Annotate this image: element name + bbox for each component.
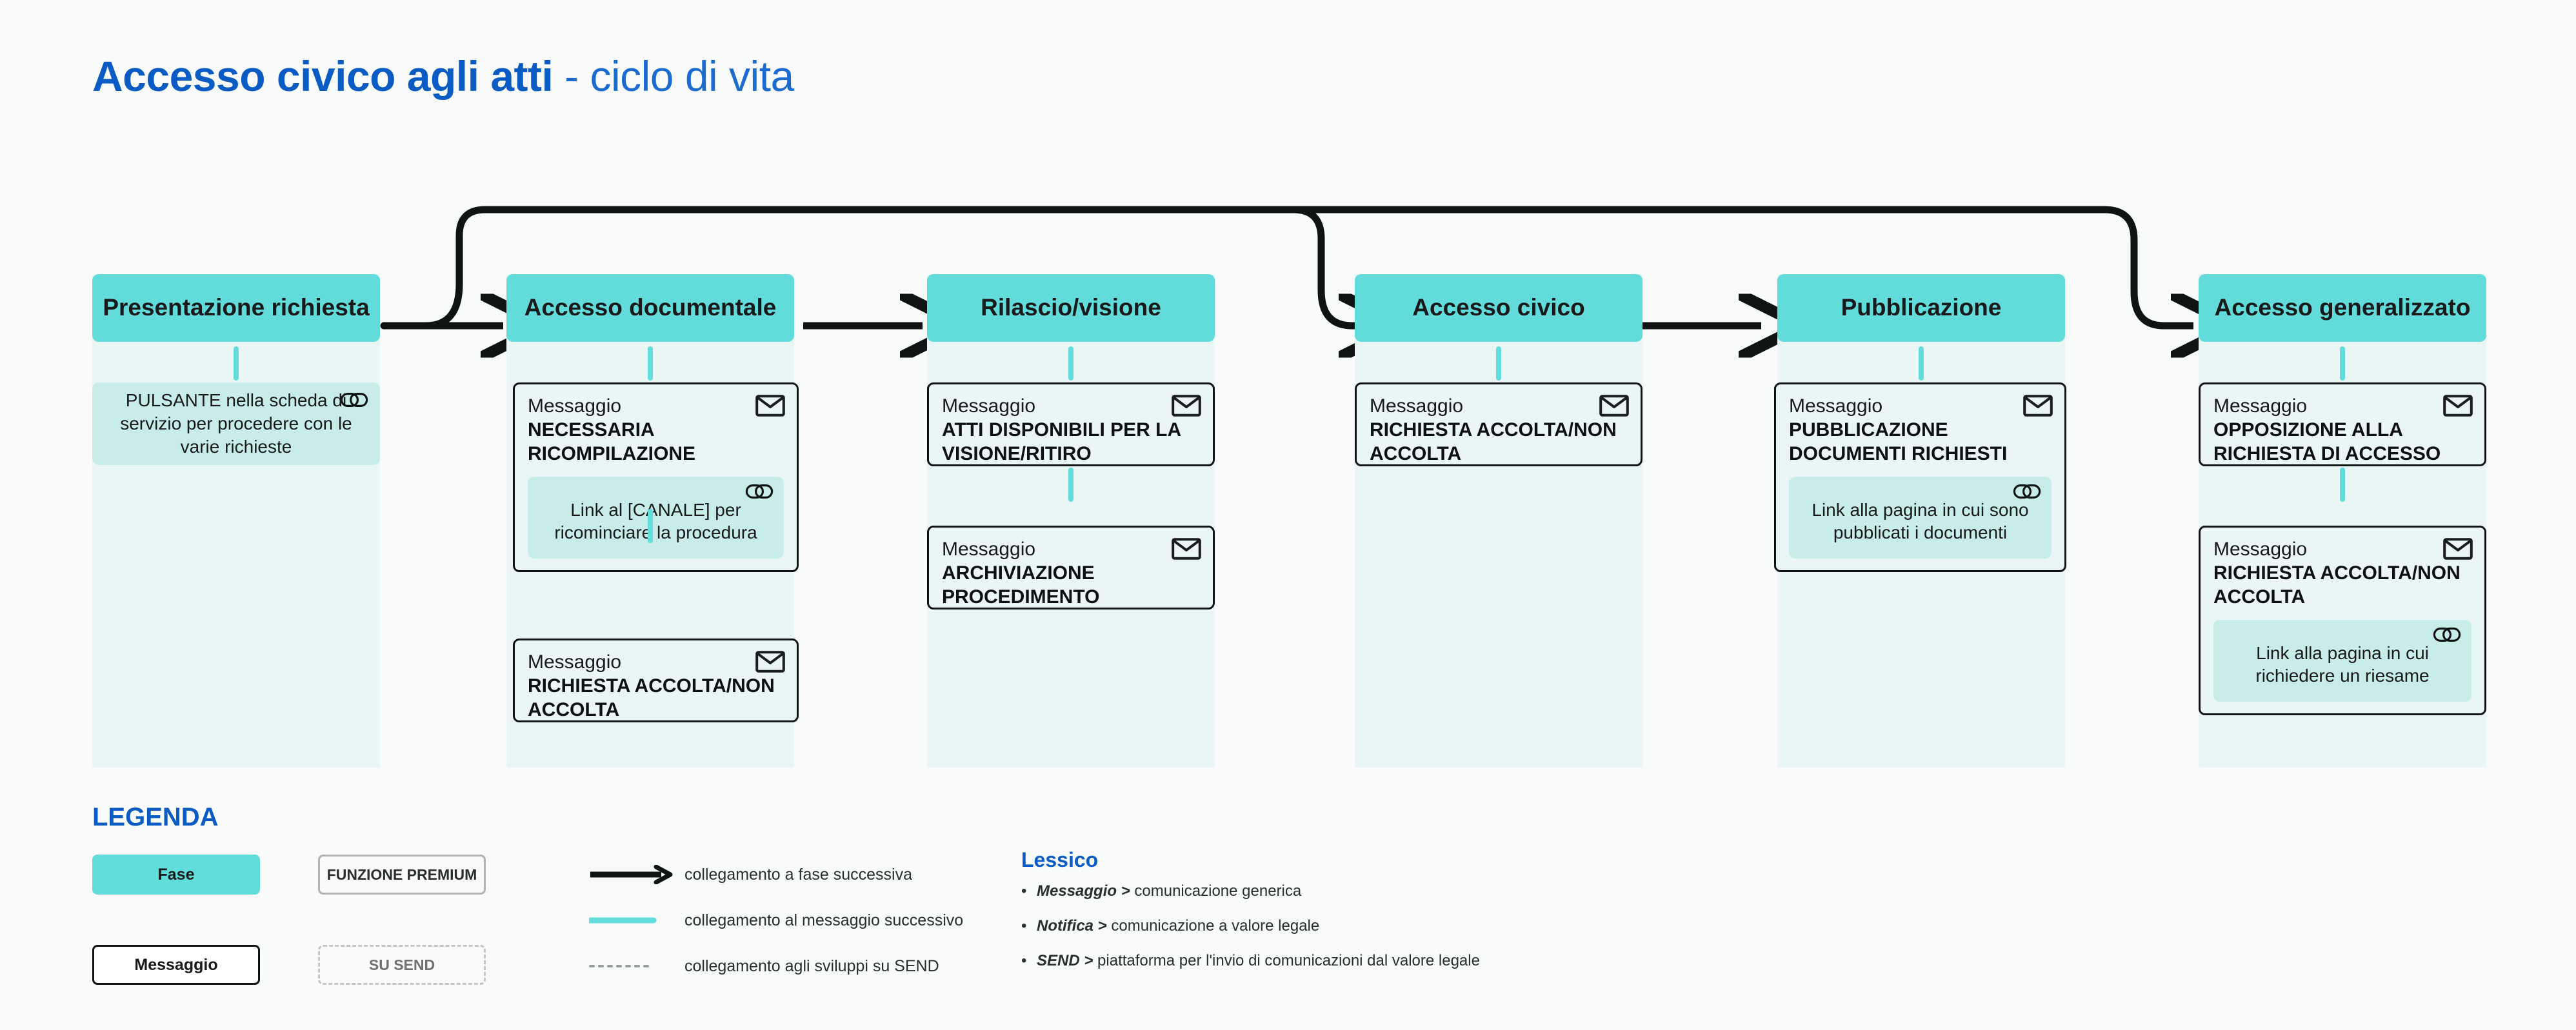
legend-line-label: collegamento agli sviluppi su SEND <box>684 956 939 975</box>
envelope-icon <box>1599 395 1629 420</box>
link-box-text: Link al [CANALE] per ricominciare la pro… <box>554 499 757 543</box>
message-kicker: Messaggio <box>528 651 622 673</box>
line-dotted-grey-icon <box>589 956 673 976</box>
link-chain-icon <box>340 390 368 415</box>
message-connector-line <box>648 509 653 543</box>
message-box[interactable]: Messaggio ATTI DISPONIBILI PER LA VISION… <box>927 382 1215 466</box>
link-box-presentazione[interactable]: PULSANTE nella scheda di servizio per pr… <box>92 382 380 465</box>
message-box[interactable]: Messaggio PUBBLICAZIONE DOCUMENTI RICHIE… <box>1774 382 2066 573</box>
message-connector-line <box>2340 468 2345 502</box>
lexicon-item: • Notifica > comunicazione a valore lega… <box>1021 917 1480 936</box>
envelope-icon <box>2443 395 2473 420</box>
message-title: ARCHIVIAZIONE PROCEDIMENTO <box>942 562 1100 608</box>
message-kicker: Messaggio <box>942 539 1036 560</box>
link-chain-icon <box>2433 625 2461 650</box>
legend-swatches-shapes: Fase Messaggio <box>92 855 260 985</box>
legend-swatch-su-send: SU SEND <box>318 945 486 985</box>
link-box-text: Link alla pagina in cui richiedere un ri… <box>2255 642 2430 686</box>
bullet-icon: • <box>1021 882 1027 900</box>
message-box[interactable]: Messaggio NECESSARIA RICOMPILAZIONE Link… <box>513 382 799 573</box>
phase-header-accesso-generalizzato[interactable]: Accesso generalizzato <box>2199 274 2486 342</box>
legend-line-label: collegamento a fase successiva <box>684 865 912 884</box>
flow-connectors <box>380 206 2576 826</box>
message-title: RICHIESTA ACCOLTA/NON ACCOLTA <box>1370 419 1617 464</box>
message-title: RICHIESTA ACCOLTA/NON ACCOLTA <box>528 675 775 720</box>
legend-swatch-messaggio: Messaggio <box>92 945 260 985</box>
legend-line-row: collegamento a fase successiva <box>589 855 963 895</box>
message-box[interactable]: Messaggio OPPOSIZIONE ALLA RICHIESTA DI … <box>2199 382 2486 466</box>
lexicon-title: Lessico <box>1021 848 1099 871</box>
envelope-icon <box>755 651 785 676</box>
message-connector-line <box>1068 346 1073 381</box>
phase-header-rilascio-visione[interactable]: Rilascio/visione <box>927 274 1215 342</box>
message-box[interactable]: Messaggio ARCHIVIAZIONE PROCEDIMENTO <box>927 526 1215 609</box>
message-kicker: Messaggio <box>1789 395 1883 417</box>
legend-line-label: collegamento al messaggio successivo <box>684 911 964 929</box>
link-chain-icon <box>2013 482 2041 507</box>
message-box[interactable]: Messaggio RICHIESTA ACCOLTA/NON ACCOLTA <box>513 639 799 722</box>
message-connector-line <box>648 346 653 381</box>
legend-line-row: collegamento agli sviluppi su SEND <box>589 946 963 986</box>
message-title: ATTI DISPONIBILI PER LA VISIONE/RITIRO <box>942 419 1181 464</box>
lexicon-term: SEND <box>1037 951 1080 969</box>
lexicon-definition: comunicazione generica <box>1134 882 1302 900</box>
legend-title: LEGENDA <box>92 803 219 831</box>
envelope-icon <box>2023 395 2053 420</box>
phase-header-accesso-documentale[interactable]: Accesso documentale <box>506 274 794 342</box>
envelope-icon <box>755 395 785 420</box>
link-box-nested[interactable]: Link alla pagina in cui richiedere un ri… <box>2213 619 2471 702</box>
legend: LEGENDA Fase Messaggio FUNZIONE PREMIUM … <box>92 803 2479 985</box>
line-solid-teal-icon <box>587 911 673 930</box>
phase-header-accesso-civico[interactable]: Accesso civico <box>1355 274 1642 342</box>
lexicon-sep: > <box>1079 951 1098 969</box>
bullet-icon: • <box>1021 951 1027 969</box>
link-box-nested[interactable]: Link alla pagina in cui sono pubblicati … <box>1789 476 2052 559</box>
legend-line-types: collegamento a fase successiva collegame… <box>587 855 964 992</box>
phase-header-pubblicazione[interactable]: Pubblicazione <box>1777 274 2065 342</box>
lexicon-definition: comunicazione a valore legale <box>1111 916 1320 935</box>
message-kicker: Messaggio <box>942 395 1036 417</box>
legend-swatch-fase: Fase <box>92 855 260 895</box>
message-connector-line <box>1919 346 1924 381</box>
page-title: Accesso civico agli atti - ciclo di vita <box>92 52 794 101</box>
message-kicker: Messaggio <box>2213 539 2308 560</box>
message-box[interactable]: Messaggio RICHIESTA ACCOLTA/NON ACCOLTA <box>1355 382 1642 466</box>
page-title-light: - ciclo di vita <box>553 52 794 100</box>
message-kicker: Messaggio <box>2213 395 2308 417</box>
lexicon-term: Notifica <box>1037 916 1094 935</box>
link-chain-icon <box>745 482 774 507</box>
message-title: OPPOSIZIONE ALLA RICHIESTA DI ACCESSO <box>2213 419 2441 464</box>
flow-diagram: Presentazione richiesta PULSANTE nella s… <box>92 206 2576 826</box>
legend-swatch-funzione-premium: FUNZIONE PREMIUM <box>318 855 486 895</box>
message-kicker: Messaggio <box>1370 395 1464 417</box>
message-connector-line <box>234 346 239 381</box>
envelope-icon <box>1172 395 1201 420</box>
legend-line-row: collegamento al messaggio successivo <box>587 900 964 940</box>
message-box[interactable]: Messaggio RICHIESTA ACCOLTA/NON ACCOLTA … <box>2199 526 2486 716</box>
page-title-bold: Accesso civico agli atti <box>92 52 554 100</box>
arrow-solid-black-icon <box>589 864 673 885</box>
link-box-text: PULSANTE nella scheda di servizio per pr… <box>120 390 352 457</box>
message-connector-line <box>2340 346 2345 381</box>
lexicon-term: Messaggio <box>1037 882 1117 900</box>
link-box-nested[interactable]: Link al [CANALE] per ricominciare la pro… <box>528 476 784 559</box>
lexicon-sep: > <box>1117 882 1135 900</box>
bullet-icon: • <box>1021 916 1027 935</box>
message-title: NECESSARIA RICOMPILAZIONE <box>528 419 695 464</box>
message-title: PUBBLICAZIONE DOCUMENTI RICHIESTI <box>1789 419 2008 464</box>
link-box-text: Link alla pagina in cui sono pubblicati … <box>1812 499 2029 543</box>
phase-header-presentazione-richiesta[interactable]: Presentazione richiesta <box>92 274 380 342</box>
envelope-icon <box>1172 538 1201 563</box>
lexicon-item: • SEND > piattaforma per l'invio di comu… <box>1021 952 1480 971</box>
lexicon: Lessico • Messaggio > comunicazione gene… <box>1021 848 1480 986</box>
lexicon-definition: piattaforma per l'invio di comunicazioni… <box>1097 951 1480 969</box>
message-connector-line <box>1496 346 1501 381</box>
lexicon-sep: > <box>1093 916 1112 935</box>
legend-swatches-badges: FUNZIONE PREMIUM SU SEND <box>318 855 486 985</box>
message-connector-line <box>1068 468 1073 502</box>
envelope-icon <box>2443 538 2473 563</box>
message-kicker: Messaggio <box>528 395 622 417</box>
message-title: RICHIESTA ACCOLTA/NON ACCOLTA <box>2213 562 2461 608</box>
lexicon-item: • Messaggio > comunicazione generica <box>1021 882 1480 901</box>
